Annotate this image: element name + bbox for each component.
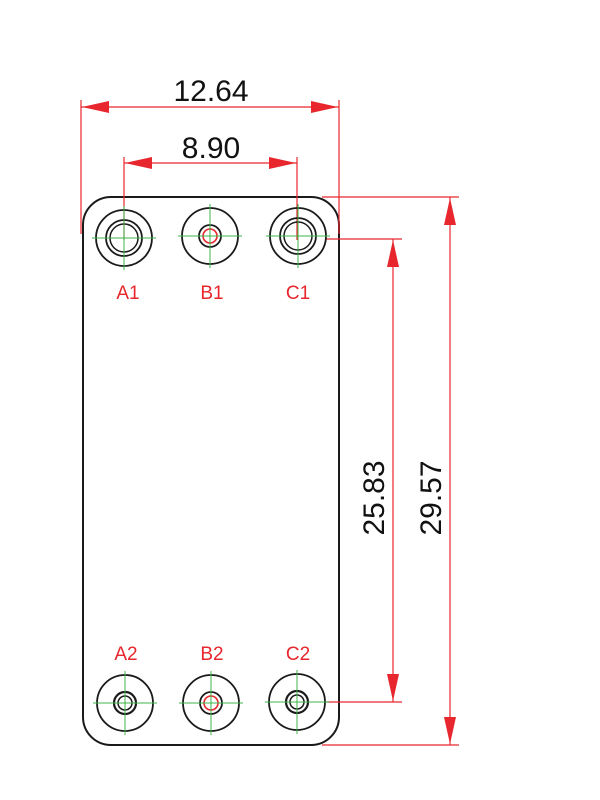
port-c2 bbox=[265, 670, 329, 734]
port-label-b2: B2 bbox=[200, 644, 223, 665]
port-label-a1: A1 bbox=[116, 283, 139, 304]
plate-outline bbox=[82, 196, 340, 746]
port-a2 bbox=[93, 671, 157, 735]
port-b2 bbox=[179, 671, 243, 735]
port-a1 bbox=[92, 206, 156, 270]
arrowhead-left bbox=[125, 157, 152, 169]
arrowhead-bottom bbox=[387, 674, 399, 701]
arrowhead-top bbox=[387, 240, 399, 267]
dimension-overall-height: 29.57 bbox=[322, 196, 459, 746]
port-b1 bbox=[178, 204, 242, 268]
arrowhead-top bbox=[444, 198, 456, 225]
arrowhead-right bbox=[269, 157, 296, 169]
arrowhead-left bbox=[82, 101, 109, 113]
port-label-a2: A2 bbox=[114, 644, 137, 665]
port-label-c1: C1 bbox=[286, 283, 310, 304]
port-label-c2: C2 bbox=[286, 644, 310, 665]
dimension-label-port-spacing: 8.90 bbox=[182, 132, 240, 165]
dimension-overall-width: 12.64 bbox=[80, 75, 340, 234]
arrowhead-bottom bbox=[444, 717, 456, 744]
dimension-label-overall-width: 12.64 bbox=[173, 75, 248, 108]
dimension-label-overall-height: 29.57 bbox=[415, 460, 448, 535]
dimension-port-center-height: 25.83 bbox=[326, 238, 402, 703]
port-label-b1: B1 bbox=[200, 283, 223, 304]
dimension-label-port-center-height: 25.83 bbox=[358, 460, 391, 535]
port-c1 bbox=[266, 204, 330, 268]
arrowhead-right bbox=[311, 101, 338, 113]
